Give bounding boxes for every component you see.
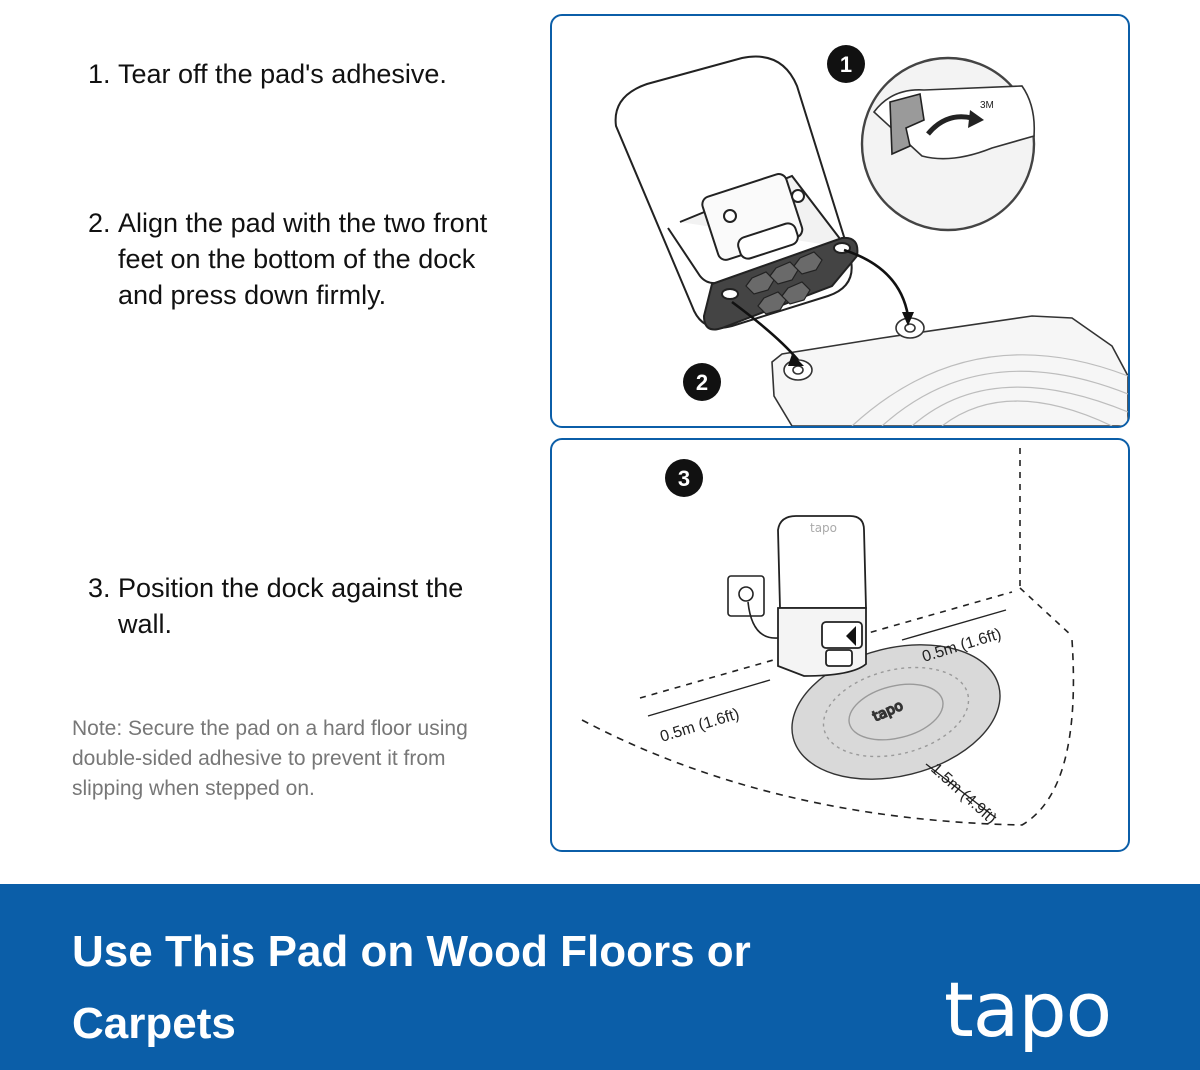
badge-2-number: 2 <box>696 370 708 395</box>
step-3: 3. Position the dock against the wall. <box>88 570 488 642</box>
adhesive-zoom-inset: 3M <box>860 56 1036 232</box>
dock-logo: tapo <box>810 521 837 535</box>
dock-body <box>614 55 853 329</box>
illustration-panel-placement: tapo tapo 0.5m (1.6ft) 0.5m (1.6ft) 1.5m… <box>550 438 1130 852</box>
badge-1-number: 1 <box>840 52 852 77</box>
floor-pad-top-view: tapo <box>791 644 1001 780</box>
step-3-number: 3. <box>88 573 111 603</box>
step-3-text: Position the dock against the wall. <box>118 573 464 639</box>
pad-install-illustration: 3M 1 2 <box>614 45 1128 426</box>
bottom-banner: Use This Pad on Wood Floors or Carpets t… <box>0 884 1200 1070</box>
dimension-lines <box>647 609 1007 819</box>
dock-underside <box>702 236 859 331</box>
arrow-head-left <box>788 354 804 366</box>
tapo-logo: tapo <box>944 965 1112 1054</box>
step-2: 2. Align the pad with the two front feet… <box>88 205 488 313</box>
clearance-front-label: 1.5m (4.9ft) <box>927 760 999 827</box>
adhesive-label: 3M <box>980 100 994 111</box>
wall-outlet <box>727 575 765 617</box>
badge-2: 2 <box>683 363 721 401</box>
placement-illustration: tapo tapo 0.5m (1.6ft) 0.5m (1.6ft) 1.5m… <box>581 448 1075 828</box>
floor-pad <box>771 315 1128 426</box>
banner-title: Use This Pad on Wood Floors or Carpets <box>72 927 751 1048</box>
arrow-head-right <box>902 312 914 326</box>
placement-arrows <box>731 248 910 361</box>
step-1: 1. Tear off the pad's adhesive. <box>88 56 508 92</box>
dock-unit: tapo <box>777 515 867 677</box>
illustration-panel-pad-install: 3M 1 2 <box>550 14 1130 428</box>
badge-3: 3 <box>665 459 703 497</box>
dock-arrow-icon <box>846 626 856 646</box>
power-cable <box>747 601 779 639</box>
badge-3-number: 3 <box>678 466 690 491</box>
step-2-number: 2. <box>88 208 111 238</box>
clearance-left-label: 0.5m (1.6ft) <box>658 706 741 746</box>
step-1-number: 1. <box>88 59 111 89</box>
step-2-text: Align the pad with the two front feet on… <box>118 208 488 310</box>
note-text: Note: Secure the pad on a hard floor usi… <box>72 717 468 800</box>
badge-1: 1 <box>827 45 865 83</box>
step-1-text: Tear off the pad's adhesive. <box>118 59 447 89</box>
